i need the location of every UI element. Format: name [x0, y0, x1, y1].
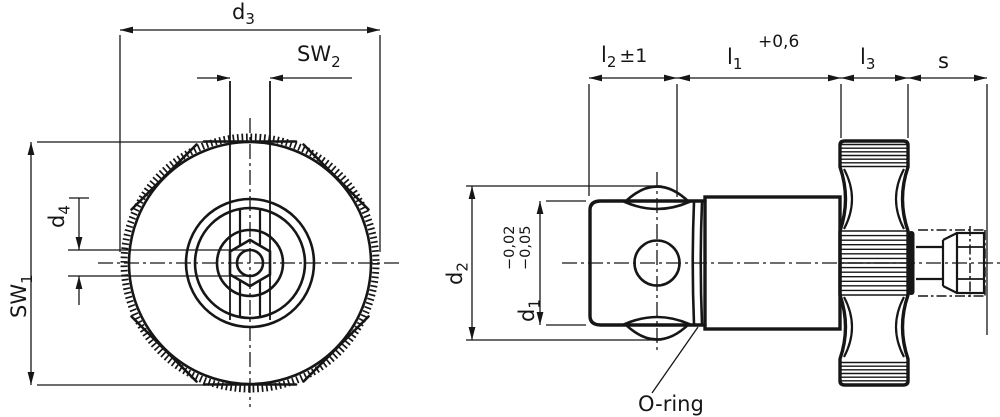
- d3-arrow-right: [367, 26, 380, 34]
- knob-flat-bottom-right: [302, 315, 370, 383]
- d4-arrow-top: [75, 237, 83, 250]
- knob-grip-lobes: [843, 168, 905, 358]
- l1-arrow-right: [828, 74, 841, 82]
- d3-label: d3: [232, 0, 255, 28]
- l3-label: l3: [860, 45, 875, 73]
- sw1-label-group: SW1: [7, 274, 36, 318]
- sw2-arrow-left: [217, 74, 230, 82]
- d4-label-group: d4: [45, 205, 74, 228]
- d2-label-group: d2: [443, 262, 472, 285]
- knob-flat-bottom-left: [130, 315, 198, 383]
- screw-chamfer-bottom: [942, 285, 958, 294]
- d3-arrow-left: [120, 26, 133, 34]
- dimension-sw2: SW2: [197, 42, 352, 82]
- l2-arrow-left: [589, 74, 602, 82]
- d2-label: d2: [443, 262, 472, 285]
- l1-tolerance: +0,6: [758, 32, 799, 52]
- dimension-d2: d2: [443, 185, 662, 341]
- dimension-d3: d3: [119, 0, 381, 252]
- lobe-arc-2: [894, 168, 905, 230]
- d4-arrow-bottom: [75, 276, 83, 289]
- l2-arrow-right: [664, 74, 677, 82]
- d1-tolerance-upper: −0,02: [502, 226, 518, 270]
- screw-chamfer-top: [942, 232, 958, 241]
- d1-arrow-bottom: [536, 312, 544, 325]
- d4-label: d4: [45, 205, 74, 228]
- d1-label: d1: [515, 299, 544, 322]
- sw1-arrow-bottom: [27, 372, 35, 385]
- dimension-lengths: l2±1 l1 +0,6 l3 s: [588, 32, 988, 335]
- ball-top: [622, 185, 692, 211]
- s-arrow-right: [974, 74, 987, 82]
- oring-label: O-ring: [638, 392, 704, 416]
- lobe-arc-1: [843, 168, 854, 230]
- knob-knurl-bands: [841, 143, 907, 386]
- dimension-d1: d1 −0,02 −0,05: [502, 200, 586, 326]
- d2-arrow-top: [468, 186, 476, 199]
- l1-arrow-left: [677, 74, 690, 82]
- lobe-arc-3: [843, 296, 854, 358]
- d1-tolerance-lower: −0,05: [518, 226, 534, 270]
- side-view: l2±1 l1 +0,6 l3 s d2 d1 −0,02: [443, 32, 1000, 416]
- oring-leader: [651, 326, 699, 394]
- d1-arrow-top: [536, 201, 544, 214]
- s-arrow-left: [908, 74, 921, 82]
- knob-knurl-ring: [120, 133, 380, 393]
- front-view: d3 SW2 d4: [7, 0, 402, 407]
- d2-arrow-bottom: [468, 327, 476, 340]
- knob-flat-top-left: [130, 143, 198, 211]
- l1-label: l1: [727, 45, 742, 73]
- l3-arrow-left: [841, 74, 854, 82]
- s-label: s: [938, 49, 949, 73]
- ball-bottom: [622, 315, 692, 341]
- oring-callout: O-ring: [638, 326, 704, 416]
- knob-flat-top-right: [302, 143, 370, 211]
- dimension-sw1: SW1: [7, 141, 205, 386]
- l2-label: l2±1: [601, 43, 647, 71]
- sw1-label: SW1: [7, 274, 36, 318]
- sw2-label: SW2: [297, 42, 341, 71]
- d1-label-group: d1 −0,02 −0,05: [502, 226, 544, 322]
- sw1-arrow-top: [27, 142, 35, 155]
- dimension-d4: d4: [45, 197, 246, 305]
- sw2-arrow-right: [270, 74, 283, 82]
- l3-arrow-right: [895, 74, 908, 82]
- lobe-arc-4: [894, 296, 905, 358]
